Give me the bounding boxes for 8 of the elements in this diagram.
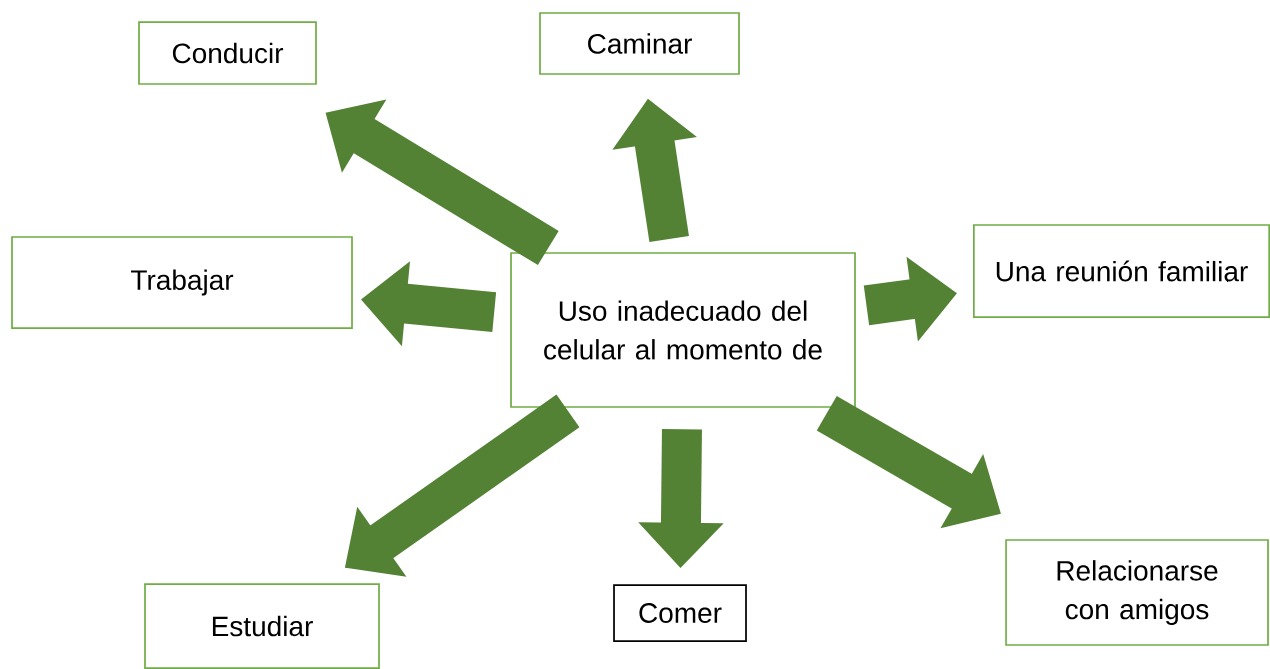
text-box: Comer — [613, 584, 747, 642]
text-box: Una reunión familiar — [972, 224, 1270, 318]
text-box: Relacionarse con amigos — [1005, 539, 1269, 646]
text-box: Conducir — [138, 21, 317, 85]
text-box: Trabajar — [11, 236, 353, 329]
text-box: Estudiar — [144, 583, 380, 669]
text-box: Caminar — [539, 12, 740, 75]
text-box: Uso inadecuado del celular al momento de — [510, 252, 856, 408]
